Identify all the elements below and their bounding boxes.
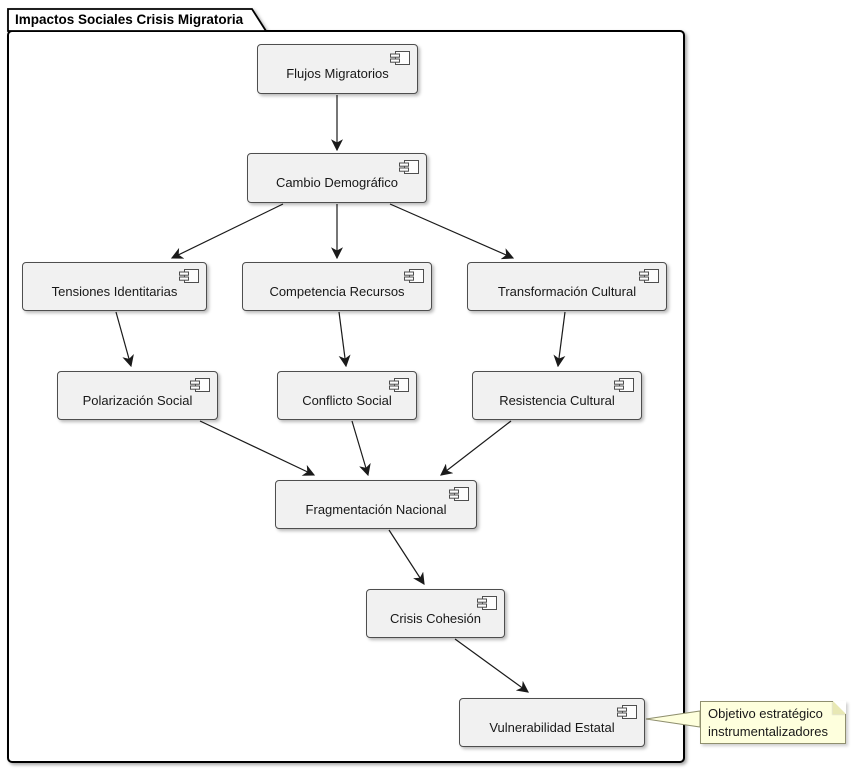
component-icon bbox=[613, 377, 635, 393]
component-label: Vulnerabilidad Estatal bbox=[489, 719, 615, 735]
component-label: Conflicto Social bbox=[302, 392, 392, 408]
component-icon bbox=[448, 486, 470, 502]
component-label: Polarización Social bbox=[82, 392, 193, 408]
component-icon bbox=[616, 704, 638, 720]
note-text-line: Objetivo estratégico bbox=[708, 706, 823, 721]
arrow-resistencia-to-fragmentacion bbox=[440, 420, 512, 476]
arrow-fragmentacion-to-crisis bbox=[388, 529, 425, 586]
component-icon bbox=[389, 50, 411, 66]
component-label: Fragmentación Nacional bbox=[305, 501, 447, 517]
component-label: Transformación Cultural bbox=[497, 283, 637, 299]
component-icon bbox=[638, 268, 660, 284]
component-icon bbox=[476, 595, 498, 611]
component-polarizacion-social: Polarización Social bbox=[57, 371, 218, 420]
note-fold-corner-icon bbox=[833, 701, 846, 714]
arrow-polarizacion-to-fragmentacion bbox=[199, 420, 316, 476]
component-label: Crisis Cohesión bbox=[389, 610, 482, 626]
component-icon bbox=[388, 377, 410, 393]
component-cambio-demografico: Cambio Demográfico bbox=[247, 153, 427, 203]
component-conflicto-social: Conflicto Social bbox=[277, 371, 417, 420]
component-icon bbox=[178, 268, 200, 284]
component-resistencia-cultural: Resistencia Cultural bbox=[472, 371, 642, 420]
arrow-competencia-to-conflicto bbox=[338, 311, 351, 368]
component-label: Flujos Migratorios bbox=[286, 66, 389, 81]
component-label: Cambio Demográfico bbox=[275, 175, 399, 190]
component-icon bbox=[403, 268, 425, 284]
component-label: Tensiones Identitarias bbox=[51, 283, 178, 299]
arrow-cambio-to-transformacion bbox=[389, 203, 515, 260]
arrow-tensiones-to-polarizacion bbox=[115, 311, 134, 368]
component-fragmentacion-nacional: Fragmentación Nacional bbox=[275, 480, 477, 529]
arrow-conflicto-to-fragmentacion bbox=[351, 420, 371, 477]
component-competencia-recursos: Competencia Recursos bbox=[242, 262, 432, 311]
component-vulnerabilidad-estatal: Vulnerabilidad Estatal bbox=[459, 698, 645, 747]
component-label: Resistencia Cultural bbox=[499, 392, 615, 408]
component-label: Competencia Recursos bbox=[269, 283, 405, 299]
component-icon bbox=[189, 377, 211, 393]
component-flujos-migratorios: Flujos Migratorios bbox=[257, 44, 418, 94]
note-text-line: instrumentalizadores bbox=[708, 724, 828, 739]
arrow-crisis-to-vulnerabilidad bbox=[454, 638, 529, 693]
frame-title: Impactos Sociales Crisis Migratoria bbox=[15, 12, 244, 27]
component-crisis-cohesion: Crisis Cohesión bbox=[366, 589, 505, 638]
component-transformacion-cultural: Transformación Cultural bbox=[467, 262, 667, 311]
component-icon bbox=[398, 159, 420, 175]
arrow-cambio-to-tensiones bbox=[170, 203, 284, 259]
component-tensiones-identitarias: Tensiones Identitarias bbox=[22, 262, 207, 311]
arrow-transformacion-to-resistencia bbox=[553, 311, 566, 368]
note-objetivo-estrategico: Objetivo estratégico instrumentalizadore… bbox=[700, 701, 846, 744]
